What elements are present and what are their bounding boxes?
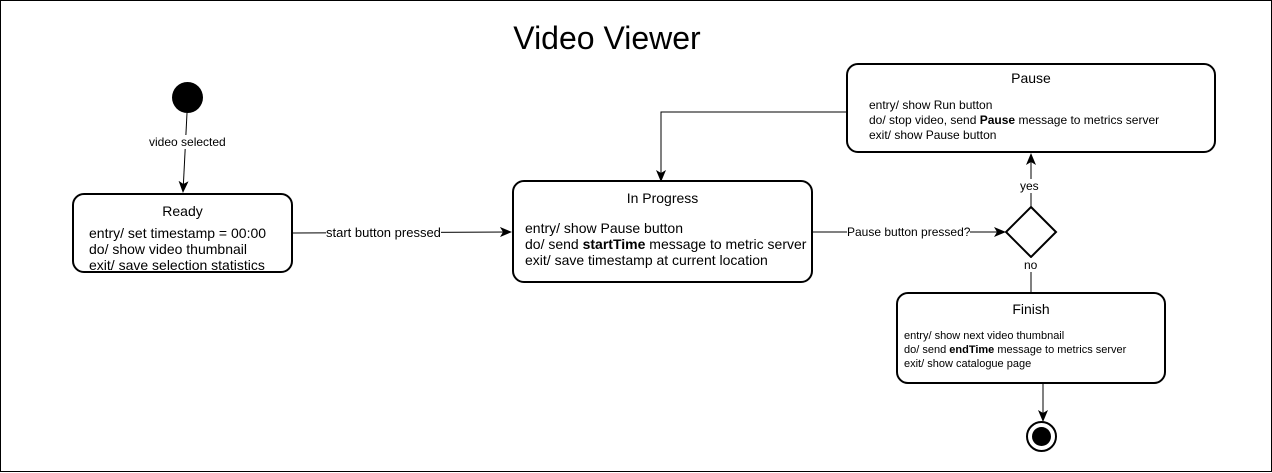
- final-state-core: [1032, 427, 1051, 446]
- state-pause: Pause entry/ show Run button do/ stop vi…: [846, 63, 1216, 153]
- diagram-title: Video Viewer: [513, 20, 701, 56]
- state-name: Finish: [1012, 301, 1050, 317]
- do-action-prefix: do/ stop video, send: [869, 113, 980, 127]
- label-yes: yes: [1020, 179, 1039, 193]
- do-action-prefix: do/ send: [904, 344, 950, 356]
- do-action-suffix: message to metric server: [645, 236, 807, 252]
- state-do-action: do/ show video thumbnail: [89, 241, 247, 257]
- state-name: Pause: [1011, 70, 1051, 86]
- edge-pause-to-in-progress: [656, 111, 846, 182]
- initial-state-node: [172, 82, 203, 113]
- label-start-button-pressed: start button pressed: [326, 225, 441, 241]
- label-pause-button-pressed: Pause button pressed?: [847, 225, 971, 239]
- state-do-action: do/ send startTime message to metric ser…: [525, 236, 811, 252]
- state-do-action: do/ send endTime message to metrics serv…: [904, 343, 1164, 357]
- state-name: Ready: [162, 203, 203, 219]
- state-exit-action: exit/ save selection statistics: [89, 257, 265, 273]
- label-video-selected: video selected: [149, 135, 226, 149]
- do-action-suffix: message to metrics server: [994, 344, 1127, 356]
- state-do-action: do/ stop video, send Pause message to me…: [869, 113, 1214, 128]
- state-exit-action: exit/ save timestamp at current location: [525, 252, 768, 268]
- state-exit-action: exit/ show catalogue page: [904, 358, 1032, 370]
- state-entry-action: entry/ show Run button: [869, 98, 993, 112]
- do-action-message: Pause: [979, 113, 1016, 127]
- state-exit-action: exit/ show Pause button: [869, 128, 997, 142]
- state-entry-action: entry/ show Pause button: [525, 220, 683, 236]
- do-action-suffix: message to metrics server: [1015, 113, 1160, 127]
- state-entry-action: entry/ show next video thumbnail: [904, 330, 1065, 342]
- state-entry-action: entry/ set timestamp = 00:00: [89, 225, 267, 241]
- state-finish: Finish entry/ show next video thumbnail …: [896, 292, 1166, 384]
- state-ready: Ready entry/ set timestamp = 00:00 do/ s…: [72, 193, 293, 273]
- decision-diamond: [1004, 205, 1058, 259]
- final-state-node: [1026, 421, 1057, 452]
- do-action-prefix: do/ send: [525, 236, 583, 252]
- state-in-progress: In Progress entry/ show Pause button do/…: [512, 180, 813, 283]
- edge-start-to-ready: [178, 112, 189, 193]
- state-name: In Progress: [626, 190, 699, 206]
- label-no: no: [1024, 258, 1038, 272]
- do-action-message: startTime: [582, 236, 646, 252]
- do-action-message: endTime: [949, 344, 995, 356]
